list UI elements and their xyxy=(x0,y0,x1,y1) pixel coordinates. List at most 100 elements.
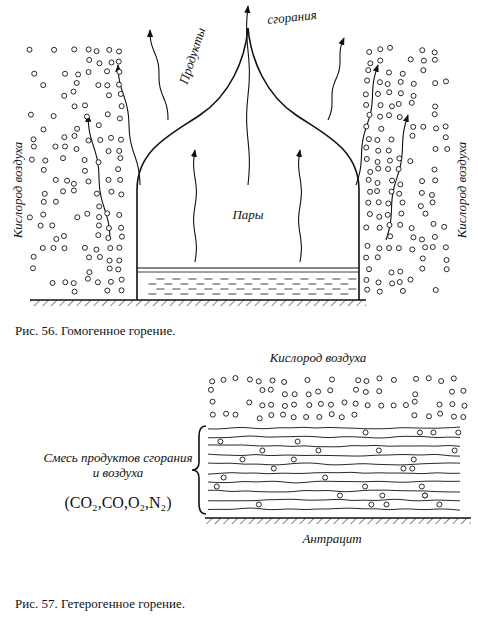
oxygen-dot xyxy=(119,234,124,239)
oxygen-dot xyxy=(437,502,442,507)
oxygen-dot xyxy=(96,83,101,88)
oxygen-dot xyxy=(432,112,437,117)
oxygen-dot xyxy=(437,402,442,407)
oxygen-dot xyxy=(413,392,418,397)
liquid-dash xyxy=(220,279,228,280)
oxygen-dot xyxy=(377,376,382,381)
oxygen-dots xyxy=(27,45,467,507)
flow-arrow xyxy=(299,150,302,262)
oxygen-dot xyxy=(378,58,383,63)
oxygen-dot xyxy=(117,49,122,54)
oxygen-dot xyxy=(388,45,393,50)
oxygen-dot xyxy=(377,80,382,85)
oxygen-dot xyxy=(117,212,122,217)
liquid-dash xyxy=(292,294,300,295)
oxygen-dot xyxy=(50,223,55,228)
gas-layer xyxy=(208,436,460,438)
oxygen-dot xyxy=(116,267,121,272)
oxygen-dot xyxy=(433,146,438,151)
oxygen-dot xyxy=(353,401,358,406)
oxygen-dot xyxy=(86,47,91,52)
oxygen-dot xyxy=(82,168,87,173)
oxygen-dot xyxy=(282,392,287,397)
oxygen-dot xyxy=(96,123,101,128)
oxygen-dot xyxy=(387,113,392,118)
oxygen-dot xyxy=(451,414,456,419)
oxygen-dot xyxy=(28,112,33,117)
flow-arrow xyxy=(150,30,168,120)
oxygen-dot xyxy=(82,158,87,163)
oxygen-dot xyxy=(109,189,114,194)
oxygen-dot xyxy=(295,439,300,444)
oxygen-dot xyxy=(72,47,77,52)
oxygen-dot xyxy=(375,255,380,260)
oxygen-dot xyxy=(94,191,99,196)
oxygen-dot xyxy=(106,93,111,98)
brace xyxy=(192,426,206,514)
oxygen-dot xyxy=(87,255,92,260)
oxygen-dot xyxy=(75,126,80,131)
liquid-dash xyxy=(284,279,292,280)
oxygen-dot xyxy=(281,412,286,417)
oxygen-dot xyxy=(118,91,123,96)
oxygen-dot xyxy=(106,177,111,182)
label-text: Кислород воздуха xyxy=(270,351,367,366)
liquid-dash xyxy=(324,294,332,295)
oxygen-dot xyxy=(240,457,245,462)
liquid-dash xyxy=(252,279,260,280)
oxygen-dot xyxy=(389,137,394,142)
oxygen-dot xyxy=(71,281,76,286)
oxygen-dot xyxy=(432,234,437,239)
liquid-dash xyxy=(292,284,300,285)
liquid-dash xyxy=(276,284,284,285)
oxygen-dot xyxy=(72,133,77,138)
oxygen-dot xyxy=(432,57,437,62)
oxygen-dot xyxy=(71,181,76,186)
oxygen-dot xyxy=(423,245,428,250)
gas-layer xyxy=(208,463,460,465)
oxygen-dot xyxy=(420,48,425,53)
oxygen-dot xyxy=(366,137,371,142)
oxygen-dot xyxy=(53,199,58,204)
liquid-dash xyxy=(204,289,212,290)
gas-layer xyxy=(208,490,460,492)
oxygen-dot xyxy=(86,138,91,143)
oxygen-dot xyxy=(86,70,91,75)
flow-arrows xyxy=(88,6,408,262)
oxygen-dot xyxy=(257,416,262,421)
oxygen-dot xyxy=(27,47,32,52)
oxygen-dot xyxy=(364,124,369,129)
oxygen-dot xyxy=(317,414,322,419)
oxygen-dot xyxy=(376,166,381,171)
oxygen-dot xyxy=(63,144,68,149)
oxygen-dot xyxy=(256,502,261,507)
liquid-dashes xyxy=(148,279,356,294)
oxygen-dot xyxy=(31,137,36,142)
oxygen-dot xyxy=(365,403,370,408)
oxygen-dot xyxy=(292,402,297,407)
oxygen-dot xyxy=(376,280,381,285)
liquid-dash xyxy=(220,289,228,290)
oxygen-dot xyxy=(256,379,261,384)
oxygen-dot xyxy=(434,126,439,131)
oxygen-dot xyxy=(72,104,77,109)
oxygen-dot xyxy=(439,379,444,384)
oxygen-dot xyxy=(61,234,66,239)
liquid-dash xyxy=(348,279,356,280)
oxygen-dot xyxy=(368,189,373,194)
oxygen-dot xyxy=(316,448,321,453)
liquid-dash xyxy=(268,289,276,290)
oxygen-dot xyxy=(379,126,384,131)
oxygen-dot xyxy=(119,104,124,109)
oxygen-dot xyxy=(444,267,449,272)
oxygen-dot xyxy=(420,266,425,271)
oxygen-dot xyxy=(82,245,87,250)
liquid-dash xyxy=(172,279,180,280)
oxygen-dot xyxy=(420,256,425,261)
oxygen-dot xyxy=(433,104,438,109)
liquid-dash xyxy=(228,284,236,285)
oxygen-dot xyxy=(107,47,112,52)
oxygen-dot xyxy=(116,167,121,172)
flow-arrow xyxy=(356,65,378,185)
oxygen-dot xyxy=(396,101,401,106)
